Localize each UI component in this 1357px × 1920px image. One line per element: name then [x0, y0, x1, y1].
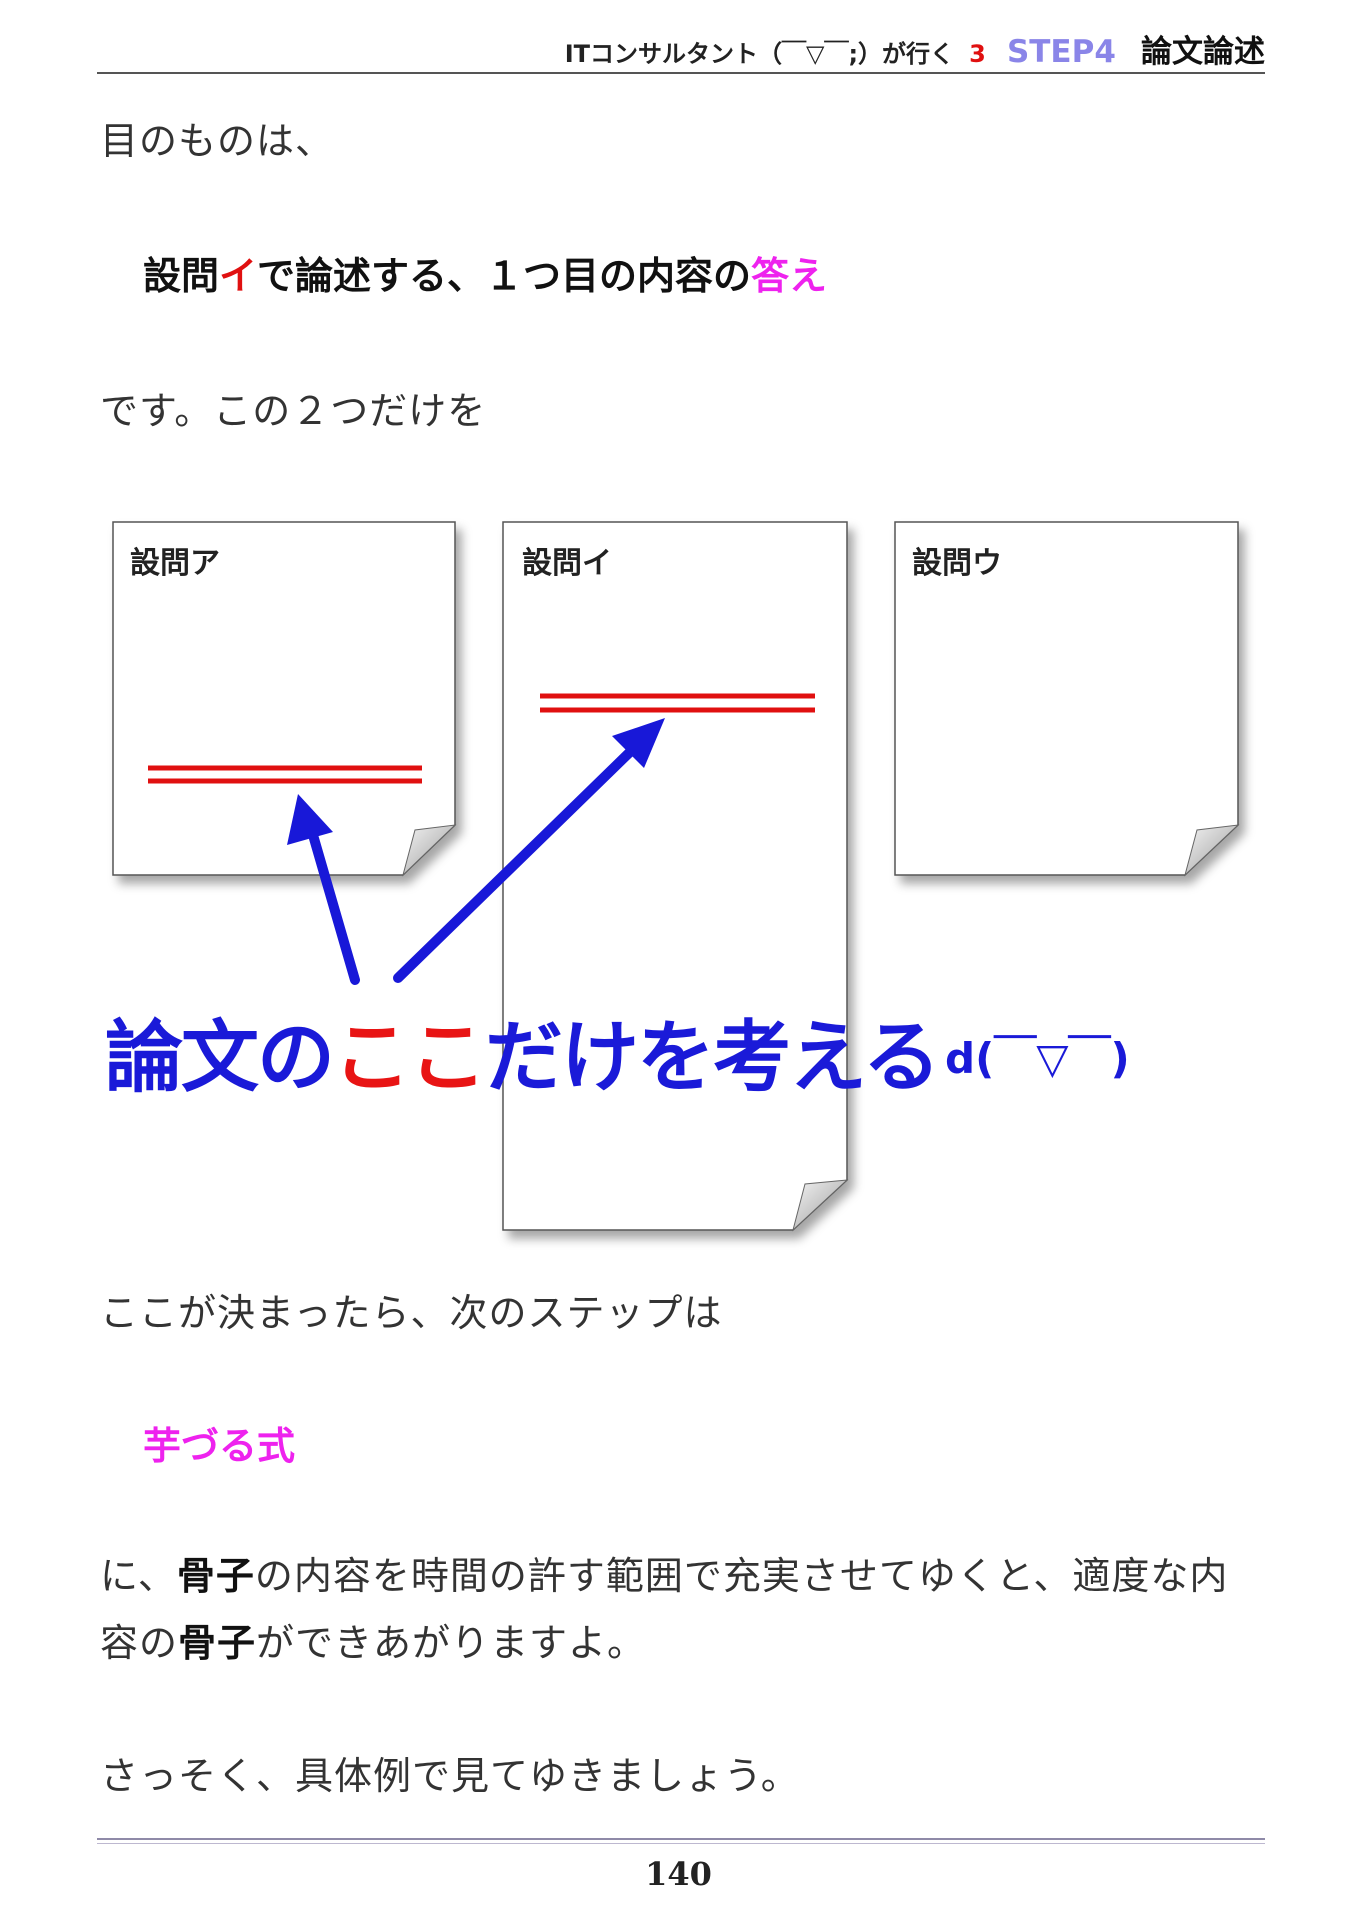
header-step: STEP4 [1006, 34, 1116, 70]
emph1-part-b: イ [219, 254, 258, 298]
sheet-a [112, 521, 457, 877]
paragraph-1: 目のものは、 [100, 119, 335, 163]
emph1-part-a: 設問 [143, 254, 220, 298]
page-number: 140 [645, 1855, 712, 1893]
header-section: 論文論述 [1141, 34, 1265, 70]
diagram-graphics [112, 521, 1240, 1232]
running-header: ITコンサルタント（￣▽￣;）が行く 3 STEP4 論文論述 [565, 26, 1265, 71]
sheet-i [502, 521, 849, 1232]
slogan-highlight: ここ [333, 1013, 487, 1103]
slogan-part-c: だけを考える [485, 1013, 941, 1103]
footer-divider [97, 1838, 1265, 1840]
paragraph-3: ここが決まったら、次のステップは [100, 1291, 723, 1335]
emph1-part-c: で論述する、１つ目の内容の [257, 254, 752, 298]
p5-keyword: 骨子 [178, 1620, 257, 1665]
paragraph-5: 容の骨子ができあがりますよ。 [100, 1612, 646, 1667]
header-volume: 3 [969, 40, 986, 68]
slogan: 論文のここだけを考える [105, 995, 941, 1107]
sheet-a-title: 設問ア [130, 546, 220, 581]
paragraph-2: です。この２つだけを [100, 389, 487, 433]
p4-keyword: 骨子 [176, 1553, 255, 1598]
emphasis-line-1: 設問イで論述する、１つ目の内容の答え [143, 245, 827, 300]
arrow-to-sheet-a [287, 794, 360, 985]
header-divider [97, 72, 1265, 74]
p5-part-a: 容の [100, 1621, 179, 1665]
p4-part-c: の内容を時間の許す範囲で充実させてゆくと、適度な内 [254, 1554, 1229, 1598]
essay-diagram: 設問ア 設問イ 設問ウ 論文のここだけを考える d(￣▽￣) [85, 500, 1265, 1280]
p4-part-a: に、 [100, 1554, 177, 1598]
paragraph-4: に、骨子の内容を時間の許す範囲で充実させてゆくと、適度な内 [100, 1545, 1228, 1600]
slogan-part-a: 論文の [105, 1013, 335, 1103]
sheet-i-title: 設問イ [522, 546, 612, 581]
sheet-u-title: 設問ウ [912, 546, 1002, 581]
paragraph-6: さっそく、具体例で見てゆきましょう。 [100, 1754, 800, 1798]
sheet-u [894, 521, 1240, 877]
footer-divider-secondary [97, 1843, 1265, 1844]
answer-underline-a [148, 765, 422, 784]
emph1-part-d: 答え [751, 254, 828, 298]
header-series-title: ITコンサルタント（￣▽￣;）が行く [564, 40, 955, 68]
emoticon: d(￣▽￣) [945, 1034, 1130, 1083]
arrow-to-sheet-i [393, 718, 665, 983]
emphasis-line-2: 芋づる式 [143, 1424, 296, 1468]
p5-part-c: ができあがりますよ。 [256, 1621, 647, 1665]
answer-underline-i [540, 693, 815, 713]
